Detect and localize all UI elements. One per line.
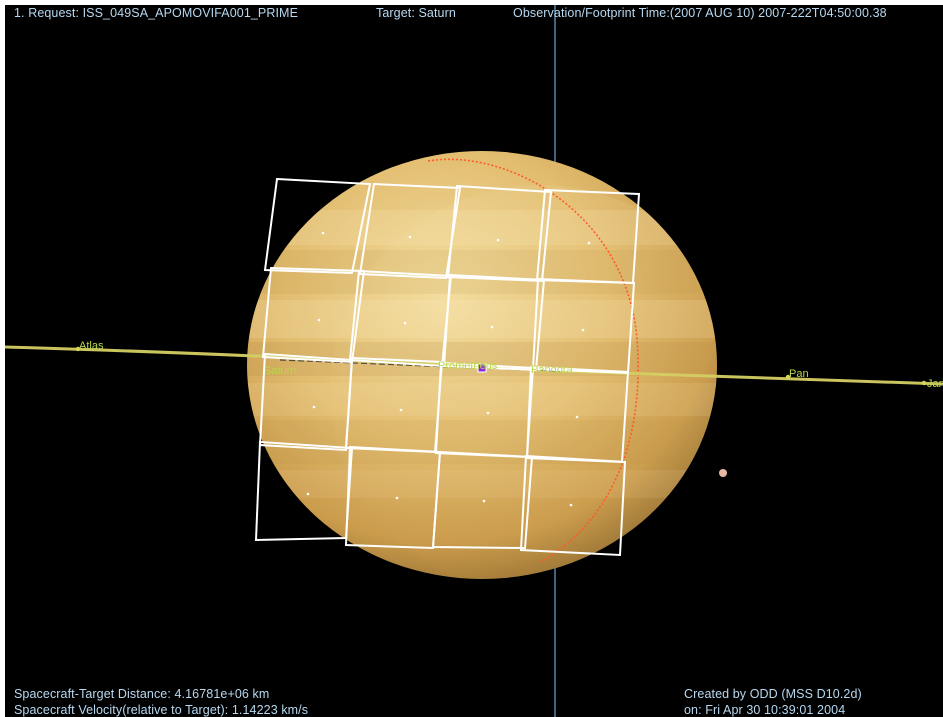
- grid-center-dots: [306, 231, 591, 507]
- saturn-label: Saturn: [264, 365, 296, 377]
- square-marker-icon: [477, 363, 487, 373]
- spacecraft-velocity: Spacecraft Velocity(relative to Target):…: [14, 703, 309, 717]
- janus-marker: [921, 380, 927, 386]
- spacecraft-distance: Spacecraft-Target Distance: 4.16781e+06 …: [14, 687, 270, 701]
- created-by-text: Created by ODD (MSS D10.2d): [684, 687, 862, 701]
- created-on-text: on: Fri Apr 30 10:39:01 2004: [684, 703, 846, 717]
- pan-label: Pan: [789, 368, 809, 380]
- footprint-grid: [254, 177, 641, 557]
- request-header: 1. Request: ISS_049SA_APOMOVIFA001_PRIME: [14, 6, 299, 20]
- janus-label: Janus: [927, 378, 943, 390]
- moon-dot-icon: [719, 469, 727, 477]
- target-header: Target: Saturn: [376, 6, 456, 20]
- observation-time-header: Observation/Footprint Time:(2007 AUG 10)…: [513, 6, 887, 20]
- pan-marker: [785, 374, 791, 380]
- prometheus-label: Prometheus: [438, 360, 498, 372]
- atlas-label: Atlas: [79, 340, 104, 352]
- terminator-curve: [427, 158, 639, 563]
- atlas-marker: [75, 346, 81, 352]
- pandora-label: Pandora: [531, 364, 573, 376]
